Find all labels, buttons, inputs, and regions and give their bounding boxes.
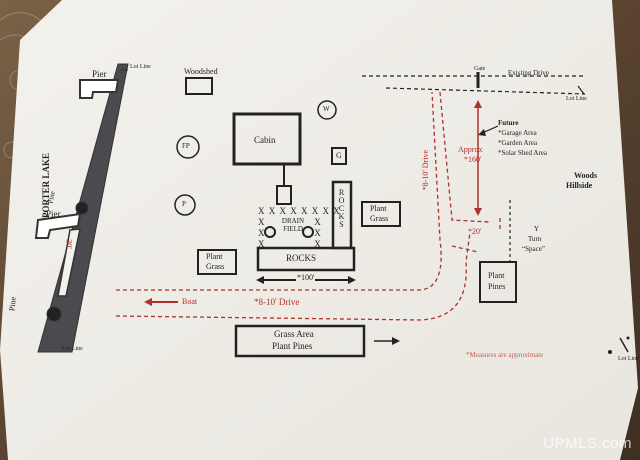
plant-grass-right-label-1: Plant [370,204,387,213]
woodshed-box [185,77,213,95]
garage-box-small [331,147,347,165]
pier-middle-label: Pier [46,209,61,219]
y-turn-label-3: “Space” [522,245,545,253]
plant-grass-right-box [361,201,401,227]
approx-160-label: *160' [464,155,482,164]
grass-area-box [234,324,366,358]
woods-label: Woods [574,171,598,180]
pier-top-shape [79,79,120,99]
drain-field-x-marks: X X X X X X X X X X X X X X [258,206,341,249]
pier-top-label: Pier [92,69,107,79]
existing-drive-label: Existing Drive [508,69,550,77]
plant-grass-left-label-2: Grass [206,262,225,271]
twenty-label: *20' [468,227,482,236]
drain-field-label: DRAIN FIELD [281,217,305,233]
future-garage-label: *Garage Area [498,129,537,137]
gate-label: Gate [474,66,486,72]
rocks-vertical-label: ROCKS [337,188,346,228]
lot-line-right-label: Lot Line [566,96,587,102]
lake-frontage-label: 30' [64,239,74,249]
future-solar-label: *Solar Shed Area [498,149,547,157]
cabin-box [232,112,302,166]
pine-lower-label: Pine [7,296,18,312]
pine-tree-upper [75,201,89,215]
watermark: UPMLS.com [543,435,632,452]
drive-main-label: *8-10' Drive [254,297,300,307]
lot-line-top-label: Lot Line [130,64,151,70]
y-turn-label-1: Y [534,225,540,233]
plant-pines-label-2: Pines [488,282,506,291]
well-circle [317,100,337,120]
fire-pit-circle [176,135,200,159]
drive-red-dashes [115,91,501,321]
measures-note: *Measures are approximate [466,351,544,359]
plant-pines-label-1: Plant [488,271,505,280]
rocks-bottom-label: ROCKS [286,253,317,263]
pine-tree-lower [46,306,62,322]
cabin-label: Cabin [254,135,276,145]
rocks-bottom-box [256,246,356,272]
future-garden-label: *Garden Area [498,139,538,147]
privy-circle [174,194,196,216]
hillside-label: Hillside [566,181,593,190]
drive-side-label: *8-10' Drive [421,150,430,191]
well-label: W [323,105,330,113]
plant-grass-left-box [197,249,237,275]
porter-lake-label: PORTER LAKE [41,153,51,218]
plant-grass-left-label-1: Plant [206,252,223,261]
grass-area-label: Grass Area [274,329,314,339]
y-turn-label-2: Turn [528,235,542,243]
garage-box-label: G [336,151,342,160]
privy-label: P [182,200,186,208]
lake-shoreline [34,63,129,353]
boat-label: Boat [182,297,198,306]
plant-pines-area-label: Plant Pines [272,341,313,351]
lot-line-bottom-label: Lot Line [62,346,83,352]
width-100-label: *100' [296,273,316,282]
approx-label: Approx [458,145,483,154]
septic-tank-box [276,185,292,205]
future-label: Future [498,119,519,127]
woodshed-label: Woodshed [184,67,218,76]
fire-pit-label: FP [182,142,190,150]
plant-grass-right-label-2: Grass [370,214,389,223]
lot-line-corner-label: Lot Line [618,356,639,362]
plant-pines-box [479,261,517,303]
